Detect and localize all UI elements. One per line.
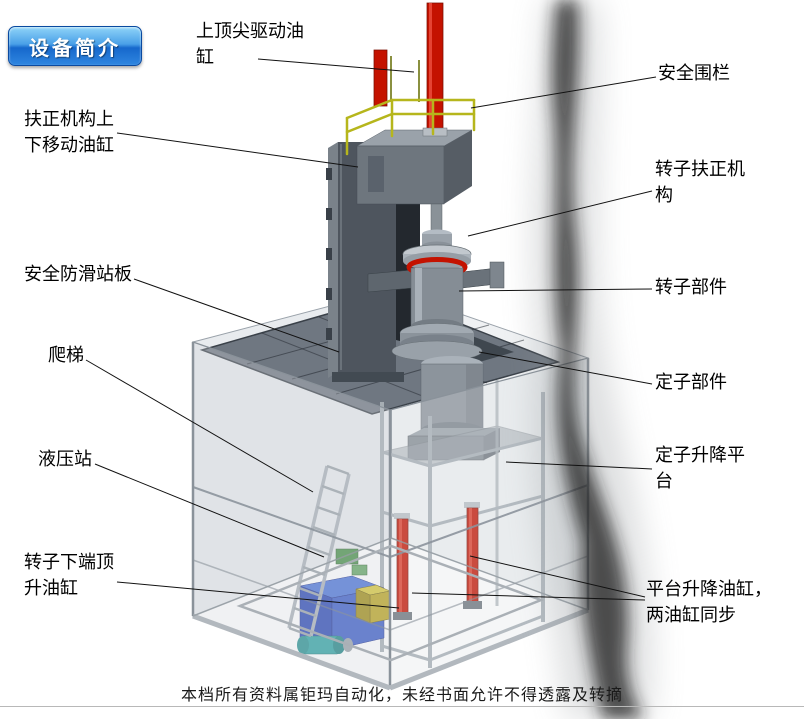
leader-line (458, 288, 653, 292)
leader-line (469, 555, 646, 598)
safety-cage-front (191, 341, 590, 691)
platform-lift-cylinders-graphic (393, 502, 482, 620)
leader-line (94, 463, 325, 558)
label-rotor-centering-mechanism: 转子扶正机 构 (655, 159, 745, 205)
safety-railing (345, 98, 476, 156)
leader-line (116, 132, 359, 168)
leader-line (85, 359, 314, 493)
leader-line (505, 461, 653, 470)
label-centering-updown-cylinder: 扶正机构上 下移动油缸 (24, 109, 114, 155)
leader-lines (85, 58, 657, 609)
label-rotor-component: 转子部件 (655, 277, 727, 297)
press-head (356, 129, 473, 205)
footer-notice: 本档所有资料属钜玛自动化，未经书面允许不得透露及转摘 (180, 687, 624, 704)
bottom-divider (0, 706, 804, 707)
label-hydraulic-station: 液压站 (38, 449, 92, 469)
title-badge[interactable]: 设备简介 (8, 26, 142, 66)
rotor-assembly (367, 203, 505, 362)
leader-line (116, 581, 400, 609)
label-platform-lift-cylinders: 平台升降油缸， 两油缸同步 (646, 579, 772, 625)
label-anti-slip-platform: 安全防滑站板 (24, 264, 132, 284)
label-ladder: 爬梯 (48, 345, 84, 365)
label-stator-lift-platform: 定子升降平 台 (655, 445, 745, 491)
ladder-graphic (287, 464, 351, 638)
leader-line (257, 58, 415, 73)
leader-line (478, 351, 653, 385)
label-top-center-drive-cylinder: 上顶尖驱动油 缸 (196, 21, 304, 67)
centering-arm-left (367, 269, 413, 293)
leader-line (467, 190, 653, 237)
label-stator-component: 定子部件 (655, 372, 727, 392)
smoke-shadow (532, 0, 653, 719)
leader-line (470, 76, 657, 109)
label-safety-fence: 安全围栏 (658, 63, 730, 83)
label-rotor-bottom-jack: 转子下端顶 升油缸 (24, 552, 114, 598)
leader-line (133, 278, 340, 353)
leader-line (411, 592, 646, 601)
top-drive-cylinder (373, 2, 448, 137)
